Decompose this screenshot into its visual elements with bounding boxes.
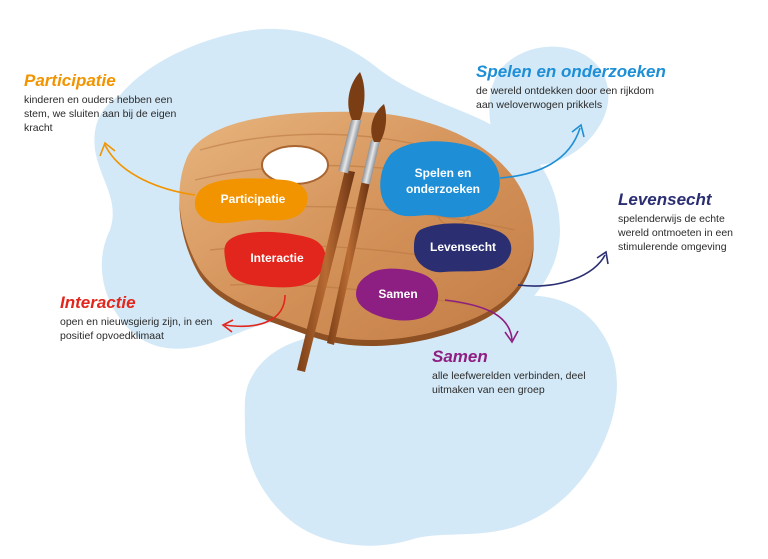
paint-blob-interactie bbox=[224, 231, 326, 288]
pillar-title-spelen: Spelen en onderzoeken bbox=[476, 62, 666, 81]
blob-label-spelen-line2: onderzoeken bbox=[406, 182, 480, 196]
blob-label-samen: Samen bbox=[378, 287, 417, 301]
pillar-interactie: Interactie open en nieuwsgierig zijn, in… bbox=[60, 293, 220, 343]
arrows bbox=[99, 123, 609, 344]
pillar-levensecht: Levensecht spelenderwijs de echte wereld… bbox=[618, 190, 758, 254]
paintbrush-short bbox=[327, 104, 387, 345]
blob-label-spelen-line1: Spelen en bbox=[415, 166, 472, 180]
pillar-description-interactie: open en nieuwsgierig zijn, in een positi… bbox=[60, 316, 213, 342]
blob-label-interactie: Interactie bbox=[250, 251, 304, 265]
pillar-description-levensecht: spelenderwijs de echte wereld ontmoeten … bbox=[618, 213, 733, 253]
pillar-description-participatie: kinderen en ouders hebben een stem, we s… bbox=[24, 94, 177, 134]
arrow-spelen bbox=[499, 123, 585, 179]
pillar-title-samen: Samen bbox=[432, 347, 488, 366]
paint-blob-samen bbox=[356, 268, 439, 321]
pillar-participatie: Participatie kinderen en ouders hebben e… bbox=[24, 71, 184, 135]
background-blob-bottom bbox=[244, 295, 617, 546]
brush-short-ferrule bbox=[361, 139, 380, 185]
background-blob-top-right bbox=[489, 46, 609, 165]
blob-labels: Participatie Interactie Spelen en onderz… bbox=[221, 166, 496, 301]
blob-label-participatie: Participatie bbox=[221, 192, 286, 206]
blob-label-levensecht: Levensecht bbox=[430, 240, 496, 254]
pillar-samen: Samen alle leefwerelden verbinden, deel … bbox=[432, 347, 602, 397]
pillar-title-interactie: Interactie bbox=[60, 293, 136, 312]
brush-long-handle bbox=[297, 170, 355, 372]
brush-short-bristles bbox=[371, 104, 387, 142]
pillar-description-spelen: de wereld ontdekken door een rijkdom aan… bbox=[476, 85, 655, 111]
brush-short-handle bbox=[327, 180, 370, 345]
arrow-levensecht bbox=[517, 250, 609, 287]
arrow-interactie bbox=[221, 294, 286, 333]
pillar-spelen: Spelen en onderzoeken de wereld ontdekke… bbox=[476, 62, 666, 112]
paint-blob-participatie bbox=[194, 178, 308, 224]
pillar-title-levensecht: Levensecht bbox=[618, 190, 712, 209]
pillar-title-participatie: Participatie bbox=[24, 71, 116, 90]
pillar-description-samen: alle leefwerelden verbinden, deel uitmak… bbox=[432, 370, 586, 396]
arrow-samen bbox=[444, 299, 519, 344]
paintbrush-long bbox=[297, 72, 365, 372]
brush-long-bristles bbox=[348, 72, 365, 120]
paint-blob-levensecht bbox=[414, 223, 512, 273]
brush-long-ferrule bbox=[338, 117, 362, 174]
palette-thumb-hole bbox=[261, 145, 329, 185]
paint-blobs bbox=[194, 141, 512, 321]
paint-blob-spelen bbox=[380, 141, 500, 218]
arrow-participatie bbox=[99, 141, 196, 196]
